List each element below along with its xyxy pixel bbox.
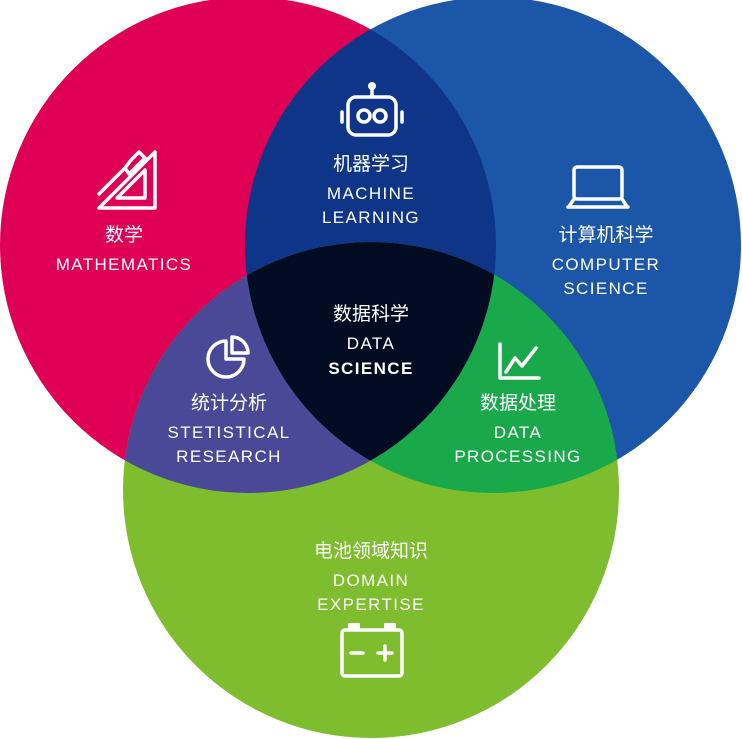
machine-learning-label-en-1: MACHINE	[327, 184, 415, 203]
mathematics-label-zh: 数学	[105, 224, 143, 246]
laptop-icon	[566, 165, 630, 209]
computer-science-label-en-1: COMPUTER	[552, 255, 660, 274]
data-processing-label-en-2: PROCESSING	[454, 447, 581, 466]
domain-expertise-label-zh: 电池领域知识	[314, 540, 428, 562]
robot-icon	[340, 82, 404, 137]
data-science-label-zh: 数据科学	[333, 303, 409, 325]
pie-chart-icon	[206, 335, 250, 379]
machine-learning-label-zh: 机器学习	[333, 153, 409, 175]
domain-expertise-label-en-1: DOMAIN	[333, 571, 409, 590]
ruler-triangle-icon	[97, 150, 157, 210]
data-science-label-en-2: SCIENCE	[328, 359, 413, 378]
battery-icon	[340, 623, 404, 678]
statistical-research-label-en-1: STETISTICAL	[167, 423, 290, 442]
domain-expertise-label-en-2: EXPERTISE	[317, 595, 425, 614]
computer-science-label-en-2: SCIENCE	[563, 279, 648, 298]
data-science-label-en-1: DATA	[347, 334, 395, 353]
statistical-research-label-en-2: RESEARCH	[176, 447, 282, 466]
mathematics-label-en: MATHEMATICS	[56, 255, 193, 274]
line-chart-icon	[498, 342, 541, 380]
statistical-research-label-zh: 统计分析	[191, 392, 267, 414]
data-processing-label-zh: 数据处理	[480, 392, 556, 414]
computer-science-label-zh: 计算机科学	[558, 224, 653, 246]
machine-learning-label-en-2: LEARNING	[322, 208, 420, 227]
data-processing-label-en-1: DATA	[494, 423, 542, 442]
